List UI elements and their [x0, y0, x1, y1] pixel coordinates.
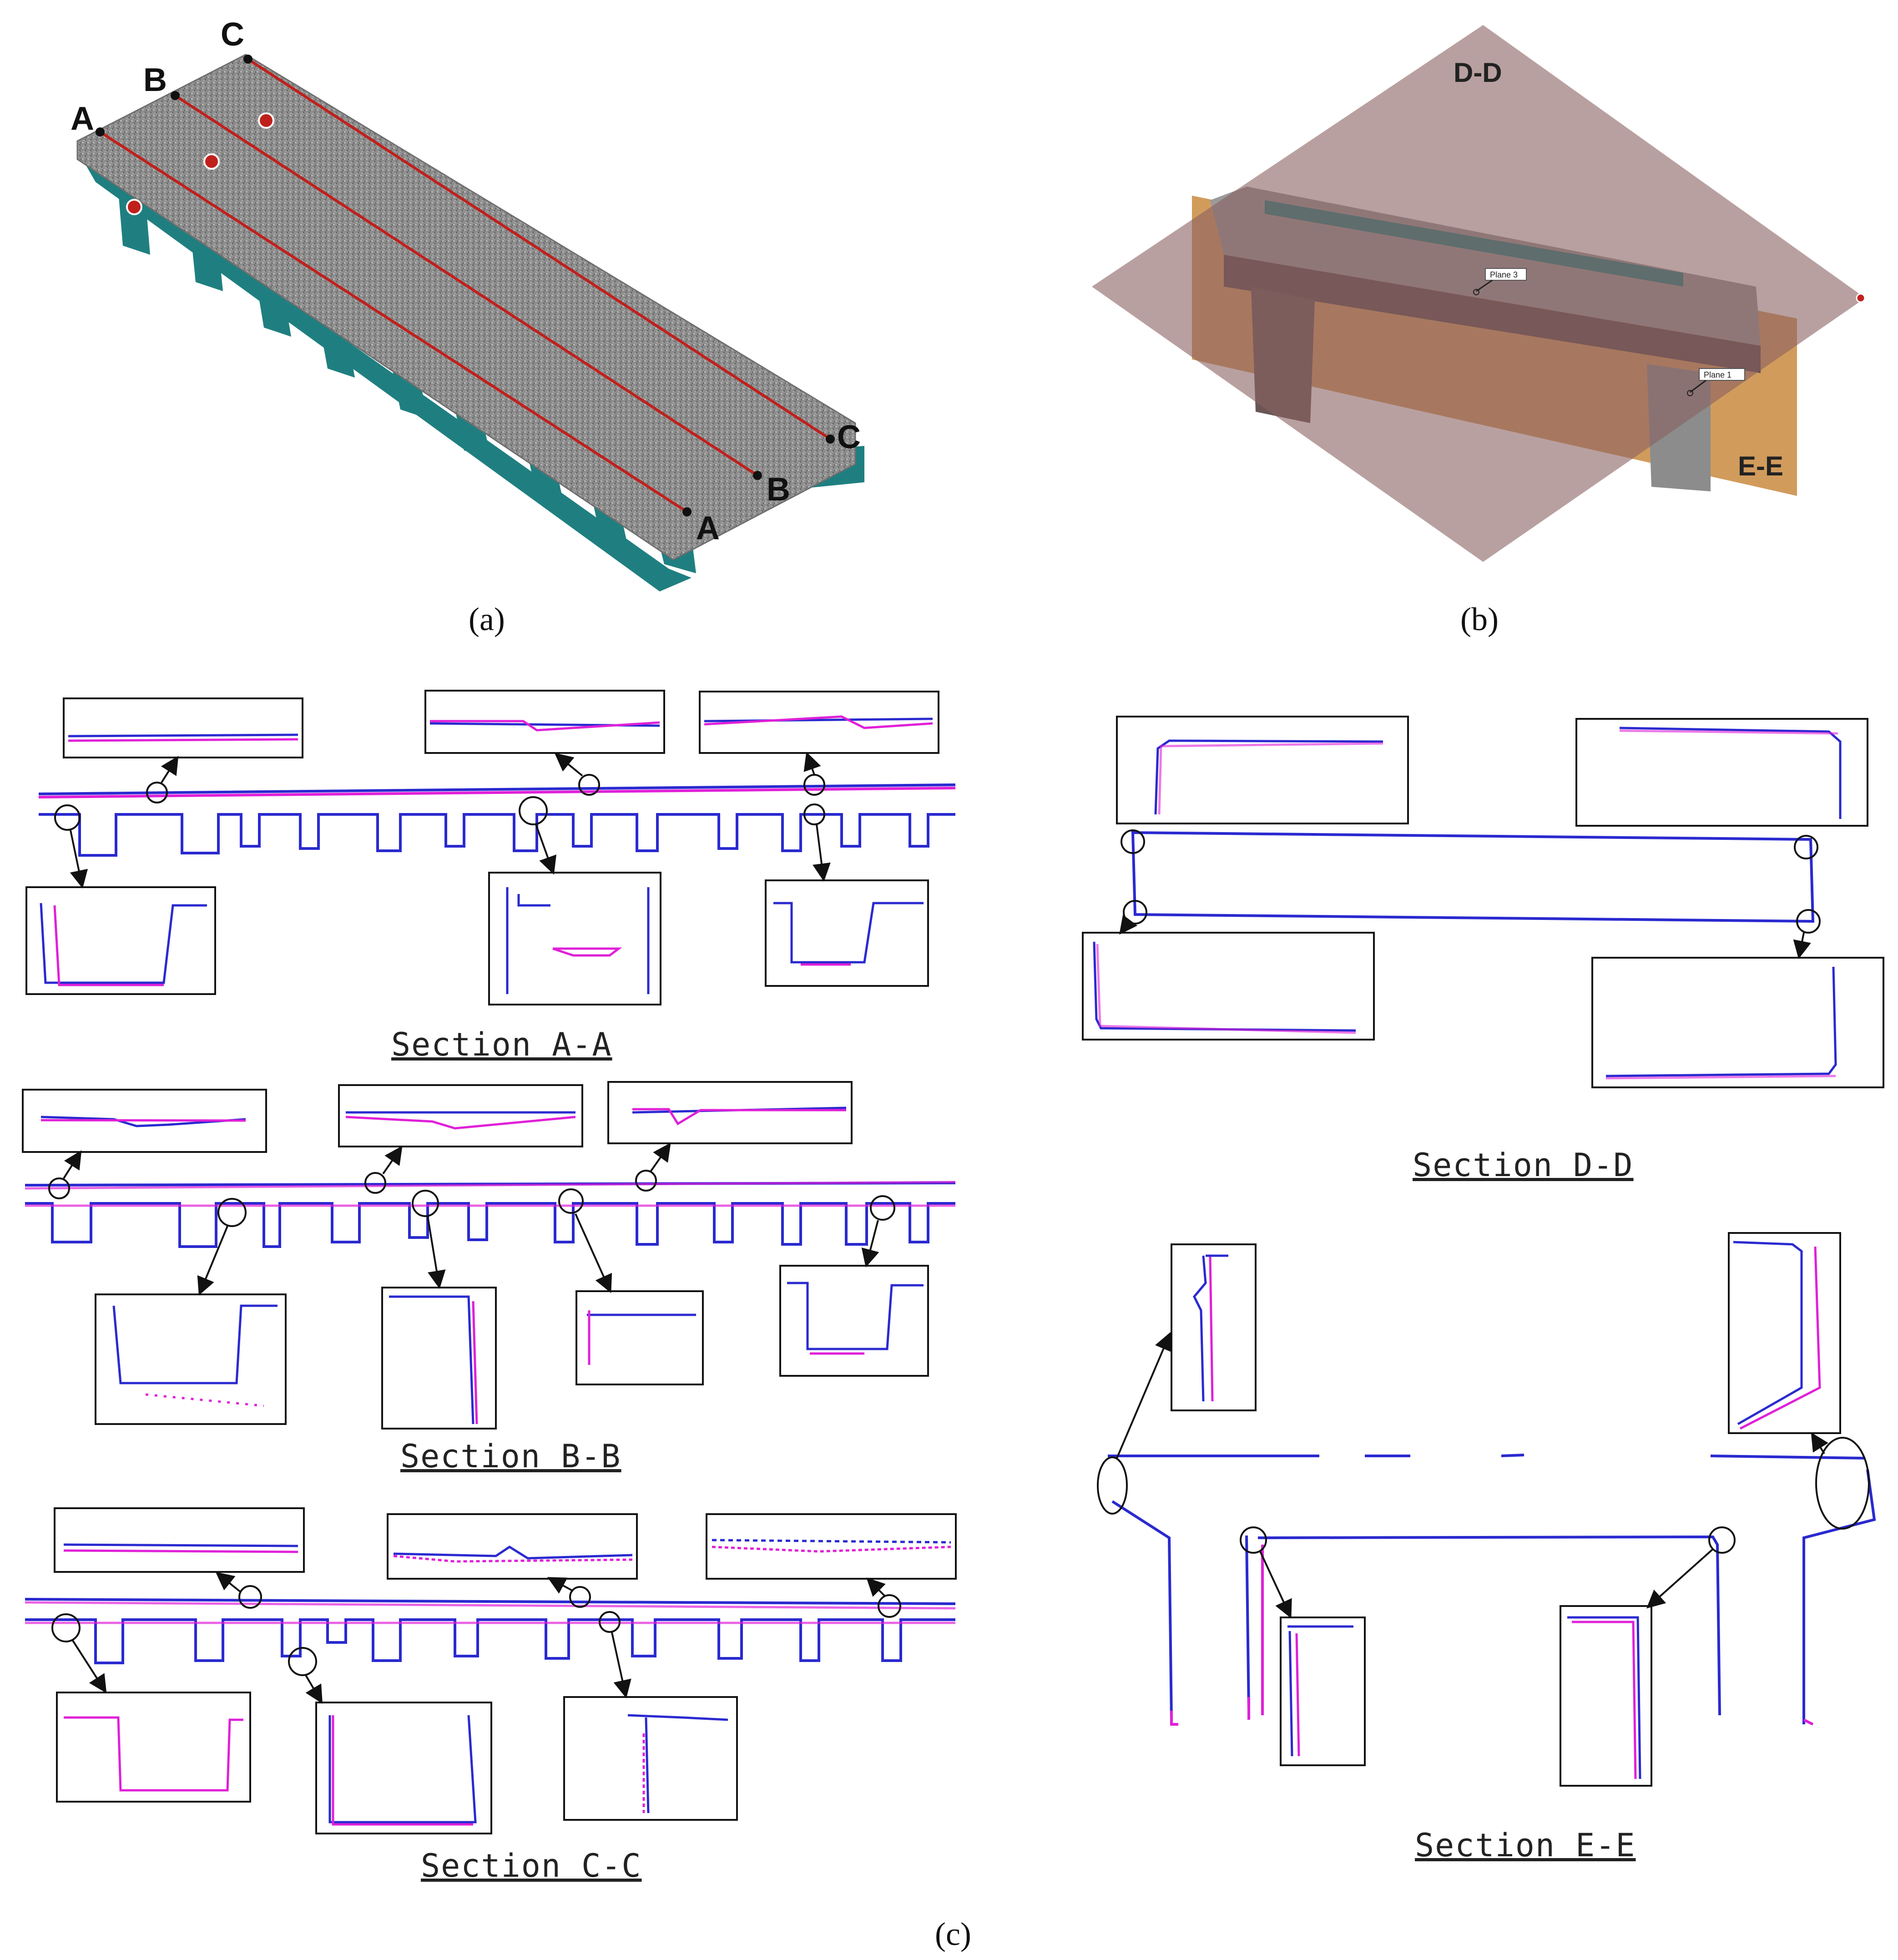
section-c-c-title: Section C-C: [421, 1847, 642, 1884]
point-label-a-start: A: [71, 101, 94, 137]
panel-label-b: (b): [1460, 601, 1499, 637]
point-label-c-end: C: [837, 419, 861, 455]
plane-label-d-d: D-D: [1454, 57, 1502, 88]
point-label-a-end: A: [696, 510, 720, 546]
section-e-e-callouts: [1097, 1332, 1870, 1619]
section-b-b-insets: [22, 1081, 929, 1430]
section-c-c-callouts: [51, 1572, 901, 1704]
section-e-e-insets: [1171, 1232, 1841, 1787]
plane-1-tag: [1699, 368, 1745, 381]
section-a-a: Section A-A: [25, 690, 956, 1063]
section-d-d: Section D-D: [1082, 716, 1884, 1184]
section-a-a-callouts: [54, 752, 831, 889]
section-c-c: Section C-C: [25, 1507, 957, 1884]
section-d-d-profile: [1131, 831, 1815, 923]
section-a-a-inset-traces: [40, 715, 933, 994]
section-a-a-title: Section A-A: [391, 1026, 612, 1063]
panel-label-c: (c): [935, 1916, 971, 1952]
plane-3-tag-text: Plane 3: [1490, 270, 1518, 279]
point-label-c-start: C: [221, 16, 244, 53]
plane-3-tag: [1485, 268, 1527, 281]
section-b-b-profile-magenta: [25, 1181, 956, 1207]
point-label-b-start: B: [143, 62, 167, 98]
section-c-c-profile-magenta: [25, 1601, 956, 1624]
section-e-e-profile-magenta: [1170, 1545, 1814, 1726]
section-b-b-inset-traces: [40, 1106, 924, 1425]
section-c-c-inset-traces: [63, 1539, 951, 1826]
plane-1-tag-text: Plane 1: [1704, 370, 1731, 379]
section-e-e-profile-blue: [1108, 1454, 1876, 1724]
cut-line-b: [174, 94, 758, 477]
section-a-a-insets: [25, 690, 939, 1005]
cut-line-a: [99, 131, 688, 513]
plane-1-leader: [1690, 379, 1706, 393]
endpoint-dots: [96, 55, 835, 516]
panel-label-a: (a): [469, 601, 505, 637]
section-b-b-callouts: [48, 1142, 895, 1296]
section-c-c-profile-blue: [25, 1598, 956, 1664]
section-b-b-title: Section B-B: [400, 1438, 621, 1475]
cut-markers: [126, 112, 274, 215]
section-d-d-callouts: [1119, 829, 1821, 959]
section-c-c-insets: [54, 1507, 957, 1834]
panel-a-point-cloud: A B C A B C: [71, 16, 864, 591]
plane-corner-marker: [1856, 293, 1866, 303]
point-label-b-end: B: [767, 471, 790, 508]
section-d-d-title: Section D-D: [1413, 1147, 1634, 1184]
plane-3-anchor: [1473, 289, 1479, 295]
plane-label-e-e: E-E: [1738, 451, 1783, 481]
section-d-d-insets: [1082, 716, 1884, 1088]
section-d-d-inset-traces: [1093, 727, 1842, 1080]
section-a-a-profile-blue: [38, 783, 956, 857]
plane-1-anchor: [1687, 390, 1693, 396]
plane-3-leader: [1476, 279, 1493, 292]
panel-b-plane-view: Plane 3 Plane 1 D-D E-E: [1092, 25, 1866, 562]
section-e-e-title: Section E-E: [1415, 1827, 1636, 1864]
section-b-b: Section B-B: [22, 1081, 956, 1475]
deck-surface: [76, 54, 856, 561]
section-b-b-profile-blue: [25, 1182, 956, 1248]
section-e-e: Section E-E: [1097, 1232, 1876, 1864]
cut-line-c: [247, 58, 831, 440]
section-a-a-profile-magenta: [38, 787, 956, 798]
section-e-e-inset-traces: [1193, 1241, 1821, 1779]
